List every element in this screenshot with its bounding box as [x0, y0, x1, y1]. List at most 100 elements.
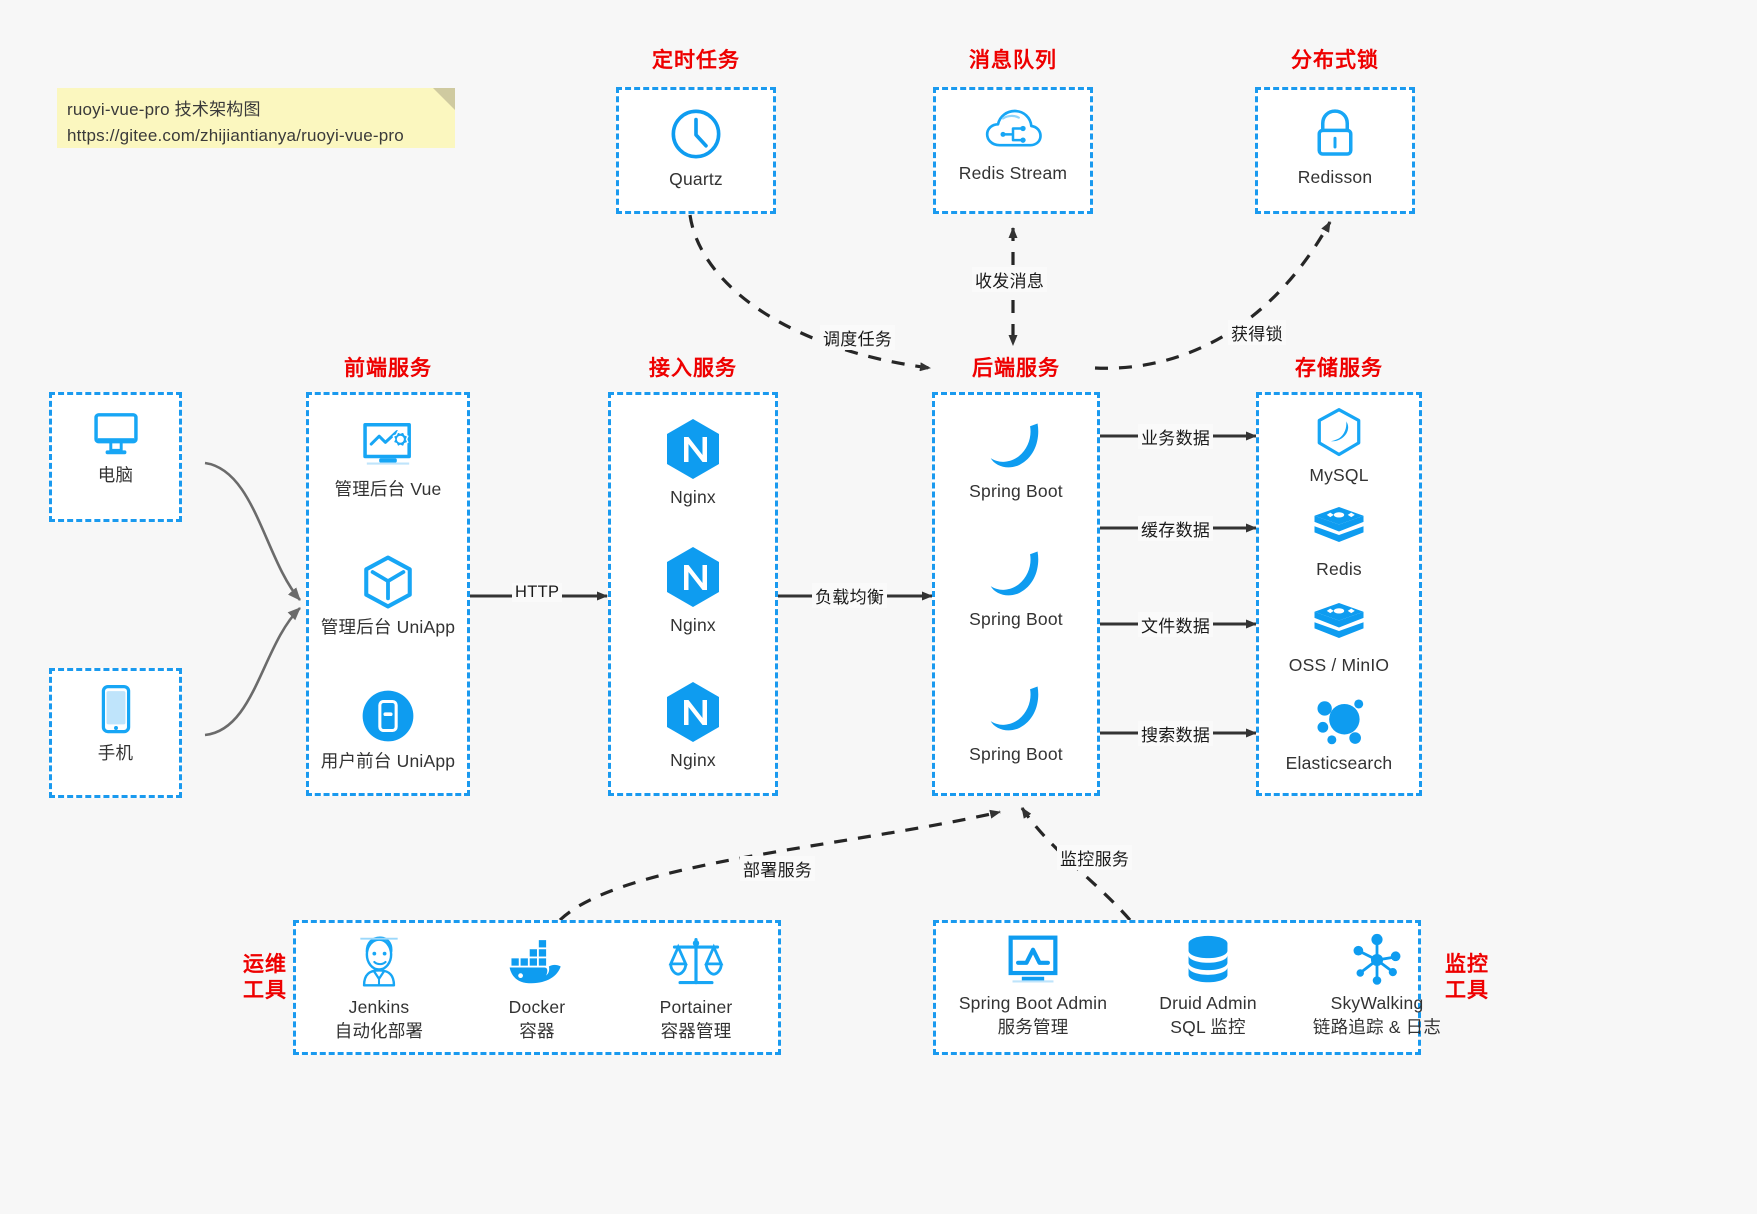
node-nginx-1[interactable]: Nginx: [611, 417, 775, 510]
group-label-backend: 后端服务: [972, 357, 1060, 380]
nginx-icon: [667, 547, 719, 607]
network-trace-icon: [1353, 933, 1401, 985]
group-box-message-queue: Redis Stream: [933, 87, 1093, 214]
node-label: Portainer: [659, 997, 733, 1017]
note-text: ruoyi-vue-pro 技术架构图 https://gitee.com/zh…: [67, 100, 404, 145]
nginx-icon: [667, 419, 719, 479]
node-spring-boot-1[interactable]: Spring Boot: [935, 415, 1097, 504]
node-spring-boot-2[interactable]: Spring Boot: [935, 543, 1097, 632]
node-sublabel: 自动化部署: [334, 1020, 424, 1041]
node-label: Spring Boot: [969, 481, 1063, 501]
dashboard-gear-icon: [363, 422, 411, 465]
sticky-note: ruoyi-vue-pro 技术架构图 https://gitee.com/zh…: [57, 88, 455, 148]
node-label: Druid Admin: [1159, 993, 1257, 1013]
edge-label-monitor: 监控服务: [1057, 845, 1133, 870]
node-label: Spring Boot Admin: [958, 993, 1108, 1013]
edge-label-deploy: 部署服务: [740, 856, 816, 881]
group-box-monitoring: Spring Boot Admin 服务管理 Druid Admin SQL 监…: [933, 920, 1441, 1055]
jenkins-butler-icon: [360, 936, 398, 987]
group-label-monitoring-line2: 工具: [1445, 979, 1489, 1003]
database-cylinder-icon: [1188, 935, 1228, 983]
group-label-scheduled-task: 定时任务: [652, 49, 740, 72]
node-redis[interactable]: Redis: [1259, 503, 1419, 582]
desktop-monitor-icon: [93, 413, 138, 455]
node-label: SkyWalking: [1330, 993, 1424, 1013]
node-nginx-3[interactable]: Nginx: [611, 680, 775, 773]
edge-label-cache-data: 缓存数据: [1138, 516, 1214, 541]
group-label-devops-line1: 运维: [243, 953, 287, 976]
node-label: Spring Boot: [969, 609, 1063, 629]
edge-label-schedule: 调度任务: [820, 325, 896, 350]
node-label: Quartz: [669, 169, 723, 189]
node-label: Redis: [1316, 559, 1362, 579]
nginx-icon: [667, 682, 719, 742]
node-admin-vue[interactable]: 管理后台 Vue: [309, 417, 467, 502]
spring-boot-icon: [990, 686, 1039, 731]
node-mobile[interactable]: 手机: [52, 683, 179, 766]
spring-boot-icon: [990, 551, 1039, 596]
group-box-backend: Spring Boot Spring Boot Spring Boot: [932, 392, 1100, 796]
group-label-devops: 运维 工具: [230, 952, 300, 1005]
node-mysql[interactable]: MySQL: [1259, 407, 1419, 488]
node-label: Nginx: [670, 615, 716, 635]
group-box-distributed-lock: Redisson: [1255, 87, 1415, 214]
node-label: OSS / MinIO: [1288, 655, 1390, 675]
edge-label-file-data: 文件数据: [1138, 612, 1214, 637]
node-admin-uniapp[interactable]: 管理后台 UniApp: [309, 553, 467, 640]
group-box-client-mobile: 手机: [49, 668, 182, 798]
node-label: Nginx: [670, 487, 716, 507]
node-label: Redis Stream: [958, 163, 1068, 183]
lock-icon: [1317, 109, 1353, 156]
node-redisson[interactable]: Redisson: [1258, 105, 1412, 190]
group-label-storage: 存储服务: [1295, 357, 1383, 380]
node-druid-admin[interactable]: Druid Admin SQL 监控: [1128, 933, 1288, 1039]
node-quartz[interactable]: Quartz: [619, 105, 773, 192]
edge-desktop-to-frontend: [204, 461, 301, 601]
node-sublabel: 容器管理: [660, 1020, 732, 1041]
node-spring-boot-3[interactable]: Spring Boot: [935, 678, 1097, 767]
node-sublabel: 链路追踪 & 日志: [1312, 1016, 1442, 1037]
node-sublabel: 容器: [519, 1020, 555, 1041]
edge-label-business-data: 业务数据: [1138, 424, 1214, 449]
edge-label-acquire-lock: 获得锁: [1228, 320, 1286, 345]
node-jenkins[interactable]: Jenkins 自动化部署: [304, 933, 454, 1043]
group-label-monitoring: 监控 工具: [1432, 952, 1502, 1005]
group-box-gateway: Nginx Nginx Nginx: [608, 392, 778, 796]
elasticsearch-icon: [1317, 699, 1364, 745]
edge-label-load-balance: 负载均衡: [812, 583, 888, 608]
node-portainer[interactable]: Portainer 容器管理: [621, 933, 771, 1043]
node-user-uniapp[interactable]: 用户前台 UniApp: [309, 687, 467, 774]
group-label-message-queue: 消息队列: [969, 49, 1057, 72]
edge-label-search-data: 搜索数据: [1138, 721, 1214, 746]
group-label-gateway: 接入服务: [649, 357, 737, 380]
node-elasticsearch[interactable]: Elasticsearch: [1259, 695, 1419, 776]
mobile-phone-icon: [101, 684, 130, 734]
node-label: MySQL: [1309, 465, 1369, 485]
group-box-devops: Jenkins 自动化部署 Docker 容器: [293, 920, 781, 1055]
edge-mobile-to-frontend: [204, 607, 301, 737]
node-sublabel: 服务管理: [997, 1016, 1069, 1037]
edge-acquire-lock: [1094, 221, 1332, 370]
group-label-distributed-lock: 分布式锁: [1291, 49, 1379, 72]
node-label: 电脑: [97, 465, 134, 485]
node-skywalking[interactable]: SkyWalking 链路追踪 & 日志: [1272, 933, 1482, 1039]
node-label: Jenkins: [348, 997, 410, 1017]
node-label: Nginx: [670, 750, 716, 770]
clock-icon: [671, 109, 721, 159]
node-redis-stream[interactable]: Redis Stream: [936, 105, 1090, 186]
node-nginx-2[interactable]: Nginx: [611, 545, 775, 638]
edge-label-messaging: 收发消息: [972, 267, 1048, 292]
node-desktop[interactable]: 电脑: [52, 407, 179, 488]
node-spring-boot-admin[interactable]: Spring Boot Admin 服务管理: [938, 933, 1128, 1039]
hexagon-cube-icon: [364, 555, 412, 609]
node-label: Docker: [508, 997, 566, 1017]
note-fold-icon: [433, 88, 455, 110]
node-sublabel: SQL 监控: [1170, 1016, 1246, 1037]
node-oss-minio[interactable]: OSS / MinIO: [1259, 599, 1419, 678]
node-label: 管理后台 Vue: [334, 479, 442, 499]
monitor-chart-icon: [1008, 935, 1058, 983]
object-storage-icon: [1314, 603, 1364, 638]
cloud-stream-icon: [985, 109, 1042, 147]
edge-label-http: HTTP: [512, 583, 563, 602]
node-docker[interactable]: Docker 容器: [462, 933, 612, 1043]
